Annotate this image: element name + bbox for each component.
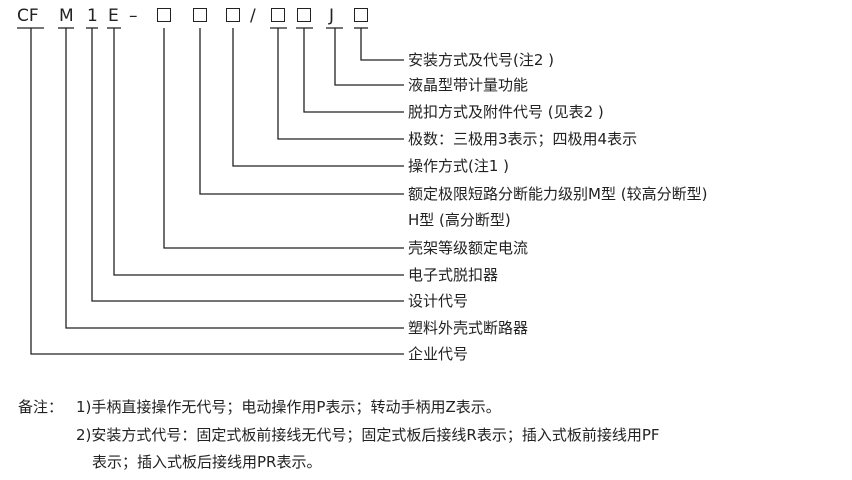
code-j: J xyxy=(329,6,335,26)
code-1: 1 xyxy=(87,6,98,26)
code-e: E xyxy=(108,6,119,26)
leader-breaking xyxy=(199,28,404,195)
leader-lcd xyxy=(334,28,404,86)
label-install-method: 安装方式及代号(注2 ) xyxy=(408,51,555,69)
leader-frame xyxy=(163,28,404,249)
leader-design xyxy=(91,28,404,302)
label-mccb: 塑料外壳式断路器 xyxy=(408,319,529,337)
note-2-line-2: 表示；插入式板后接线用PR表示。 xyxy=(92,453,322,471)
label-trip-accessory: 脱扣方式及附件代号 (见表2 ) xyxy=(408,103,604,121)
code-box-trip xyxy=(297,8,311,22)
label-design-code: 设计代号 xyxy=(408,292,469,310)
code-box-install xyxy=(354,8,368,22)
label-breaking-m: 额定极限短路分断能力级别M型 (较高分断型) xyxy=(408,185,708,203)
label-frame-current: 壳架等级额定电流 xyxy=(408,239,529,257)
label-lcd-metering: 液晶型带计量功能 xyxy=(408,76,529,94)
label-operation: 操作方式(注1 ) xyxy=(408,157,510,175)
leader-install xyxy=(360,28,404,61)
code-box-frame xyxy=(157,8,171,22)
label-electronic-trip: 电子式脱扣器 xyxy=(408,266,499,284)
note-1: 1)手柄直接操作无代号；电动操作用P表示；转动手柄用Z表示。 xyxy=(76,398,501,416)
note-2-line-1: 2)安装方式代号：固定式板前接线无代号；固定式板后接线R表示；插入式板前接线用P… xyxy=(76,426,660,444)
code-box-operation xyxy=(226,8,240,22)
leader-enterprise xyxy=(30,28,404,355)
label-enterprise-code: 企业代号 xyxy=(408,345,469,363)
leader-poles xyxy=(277,28,404,140)
code-box-breaking xyxy=(193,8,207,22)
code-slash: / xyxy=(250,6,256,26)
notes-prefix: 备注： xyxy=(18,398,64,416)
leader-trip xyxy=(303,28,404,113)
leader-operation xyxy=(232,28,404,167)
leader-electronic xyxy=(113,28,404,276)
label-poles: 极数：三极用3表示；四极用4表示 xyxy=(408,130,638,148)
leader-mccb xyxy=(65,28,404,329)
code-box-poles xyxy=(271,8,285,22)
code-cf: CF xyxy=(17,6,39,26)
code-dash: – xyxy=(129,6,138,26)
code-m: M xyxy=(59,6,74,26)
label-breaking-h: H型 (高分断型) xyxy=(408,211,511,229)
